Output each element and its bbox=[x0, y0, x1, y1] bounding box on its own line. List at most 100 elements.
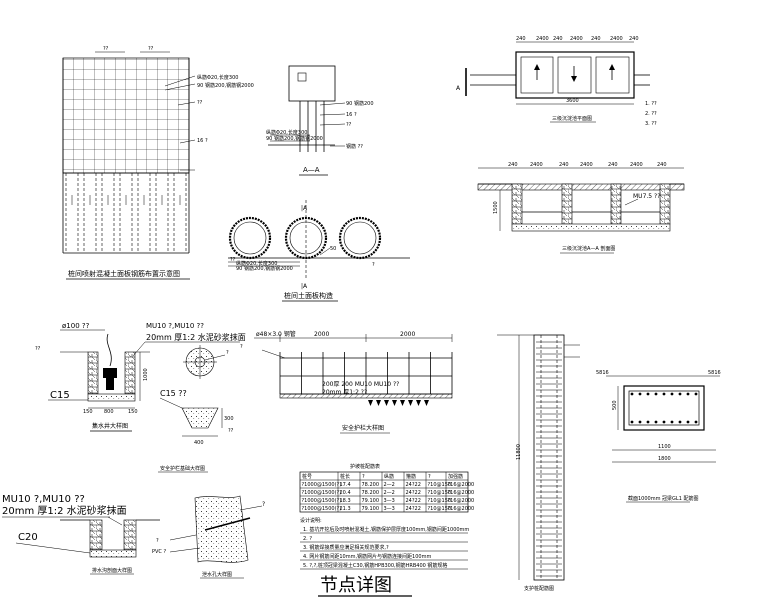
table-cell: 17.4 bbox=[340, 482, 351, 488]
pile-panel-note-4: 16 ? bbox=[197, 138, 208, 144]
rebar-dot bbox=[670, 420, 674, 424]
pile-structure-label-1: ?? bbox=[230, 257, 236, 263]
tie-beam-dim-3: 500 bbox=[612, 400, 618, 410]
table-cell: ?10@150 bbox=[428, 490, 452, 496]
tie-beam-dim-1: 5816 bbox=[596, 370, 609, 376]
table-header-cell: 加强筋 bbox=[448, 473, 463, 480]
rail-triangle bbox=[416, 400, 421, 406]
guardrail-drawing: 2000 2000 ø48×3.0 钢管 ? 200厚 200 MU10 MU1… bbox=[240, 330, 453, 434]
note-5: 5. ?,?,桩顶冠梁混凝土C30,钢筋HPB300,钢筋HRB400 钢筋规格 bbox=[303, 562, 447, 569]
note-1: 1. 基坑开挖后及时喷射混凝土,钢筋保护层厚度100mm,钢筋间距1000mm bbox=[303, 526, 469, 533]
rebar-dot bbox=[646, 420, 650, 424]
rebar-dot bbox=[638, 420, 642, 424]
tie-beam-drawing: 5816 5816 500 1100 1800 截面1000mm 冠梁GL1 配… bbox=[596, 370, 721, 503]
rebar-dot bbox=[678, 392, 682, 396]
sheet-title: 节点详图 bbox=[320, 575, 392, 596]
section-aa-label-4: 纵筋Φ20,长度300 bbox=[266, 129, 307, 136]
table-cell: 18.3 bbox=[340, 498, 351, 504]
tank-plan-dim: 240 bbox=[591, 36, 601, 42]
tie-beam-dim-4: 1100 bbox=[658, 444, 671, 450]
tank-plan-dim: 2400 bbox=[610, 36, 623, 42]
rebar-dot bbox=[646, 392, 650, 396]
sump-drawing: ø100 ?? ?? 1000 150 800 150 C15 MU10 ?,M… bbox=[35, 322, 246, 473]
table-cell: 2—2 bbox=[384, 490, 395, 496]
sump-label-2: 20mm 厚1:2 水泥砂浆抹面 bbox=[146, 332, 246, 342]
table-cell: 79.100 bbox=[362, 506, 380, 512]
table-cell: ?1000@1500(?) bbox=[302, 498, 342, 504]
table-cell: 24?22 bbox=[406, 506, 421, 512]
drain-pvc-label: PVC ? bbox=[152, 549, 167, 555]
rebar-dot bbox=[686, 392, 690, 396]
rebar-dot bbox=[678, 420, 682, 424]
rebar-dot bbox=[662, 420, 666, 424]
sump-dim-5: 300 bbox=[224, 416, 234, 422]
tank-section-dim: 2400 bbox=[630, 162, 643, 168]
tank-plan-total-dim: 3600 bbox=[566, 98, 579, 104]
tank-section-dim: 240 bbox=[508, 162, 518, 168]
table-header-cell: ? bbox=[428, 474, 431, 480]
pile-structure-mark-bottom: |A bbox=[301, 283, 308, 290]
table-cell: 78.200 bbox=[362, 482, 380, 488]
note-4: 4. 网片钢筋间距10mm,钢筋网片与钢筋连接间距100mm bbox=[303, 553, 431, 560]
table-cell: 24?22 bbox=[406, 490, 421, 496]
rebar-table-title: 护坡桩配筋表 bbox=[350, 463, 380, 470]
tie-beam-dim-5: 1800 bbox=[658, 456, 671, 462]
ditch-label-1: MU10 ?,MU10 ?? bbox=[2, 494, 85, 505]
table-cell: 78.200 bbox=[362, 490, 380, 496]
drain-caption: 泄水孔大样图 bbox=[202, 571, 232, 578]
rebar-dot bbox=[630, 392, 634, 396]
rail-triangle bbox=[424, 400, 429, 406]
drain-detail-drawing: ? ? PVC ? 泄水孔大样图 bbox=[152, 495, 265, 579]
rail-triangle bbox=[368, 400, 373, 406]
drain-label-2: ? bbox=[156, 538, 159, 544]
pile-structure-label-2: 纵筋Φ20,长度300 bbox=[236, 260, 277, 267]
rebar-dot bbox=[694, 392, 698, 396]
tank-plan-dim: 240 bbox=[629, 36, 639, 42]
guardrail-caption: 安全护栏大样图 bbox=[342, 424, 384, 432]
table-cell: 24?22 bbox=[406, 498, 421, 504]
sump-caption: 集水井大样图 bbox=[92, 422, 128, 430]
tank-plan-dim: 2400 bbox=[570, 36, 583, 42]
section-aa-label-2: 16 ? bbox=[346, 112, 357, 118]
ditch-drawing: MU10 ?,MU10 ?? 20mm 厚1:2 水泥砂浆抹面 C20 排水沟剖… bbox=[2, 494, 160, 575]
sump-dim-4: 400 bbox=[194, 440, 204, 446]
ditch-caption: 排水沟剖面大样图 bbox=[92, 567, 132, 574]
tie-beam-caption: 截面1000mm 冠梁GL1 配筋图 bbox=[628, 495, 699, 502]
pile-elevation-drawing: 11800 支护桩配筋图 bbox=[497, 334, 580, 592]
rail-triangle bbox=[384, 400, 389, 406]
table-header-cell: ? bbox=[362, 474, 365, 480]
rebar-dot bbox=[686, 420, 690, 424]
sump-dim-6: ?? bbox=[228, 428, 234, 434]
guardrail-dim-2: 2000 bbox=[400, 331, 415, 338]
pile-elevation-caption: 支护桩配筋图 bbox=[524, 585, 554, 592]
ditch-label-2: 20mm 厚1:2 水泥砂浆抹面 bbox=[2, 504, 127, 517]
rebar-dot bbox=[670, 392, 674, 396]
rebar-dot bbox=[662, 392, 666, 396]
guardrail-dim-1: 2000 bbox=[314, 331, 329, 338]
table-cell: 2—2 bbox=[384, 482, 395, 488]
table-cell: ?10@150 bbox=[428, 506, 452, 512]
sump-pipe-label: ø100 ?? bbox=[62, 322, 90, 330]
tank-section-dim: 240 bbox=[608, 162, 618, 168]
tank-section-dim: 240 bbox=[657, 162, 667, 168]
rail-triangle bbox=[392, 400, 397, 406]
table-cell: 79.100 bbox=[362, 498, 380, 504]
tank-plan-note-1: 1. ?? bbox=[645, 101, 657, 107]
sump-c15-label: C15 bbox=[50, 390, 70, 401]
table-cell: ?1000@1500(?) bbox=[302, 482, 342, 488]
pile-structure-drawing: |A |A ?? 纵筋Φ20,长度300 90 钢筋200,钢筋钢2000 ? … bbox=[228, 200, 410, 302]
rebar-dot bbox=[694, 420, 698, 424]
table-cell: 24?22 bbox=[406, 482, 421, 488]
tank-plan-note-2: 2. ?? bbox=[645, 111, 657, 117]
pile-panel-top-label-2: ?? bbox=[148, 46, 154, 52]
section-aa-label-6: 钢筋 ?? bbox=[346, 143, 363, 150]
note-3: 3. 钢筋焊接质量应满足相关规范要求,? bbox=[303, 544, 389, 551]
table-cell: 3—3 bbox=[384, 506, 395, 512]
table-cell: ?1000@1500(?) bbox=[302, 506, 342, 512]
sump-label-side: ?? bbox=[35, 346, 41, 352]
section-aa-label-1: 90 钢筋200 bbox=[346, 100, 374, 107]
sump-plan-label: ? bbox=[226, 350, 229, 356]
tank-section-height: 1500 bbox=[493, 201, 499, 214]
tank-plan-note-3: 3. ?? bbox=[645, 121, 657, 127]
